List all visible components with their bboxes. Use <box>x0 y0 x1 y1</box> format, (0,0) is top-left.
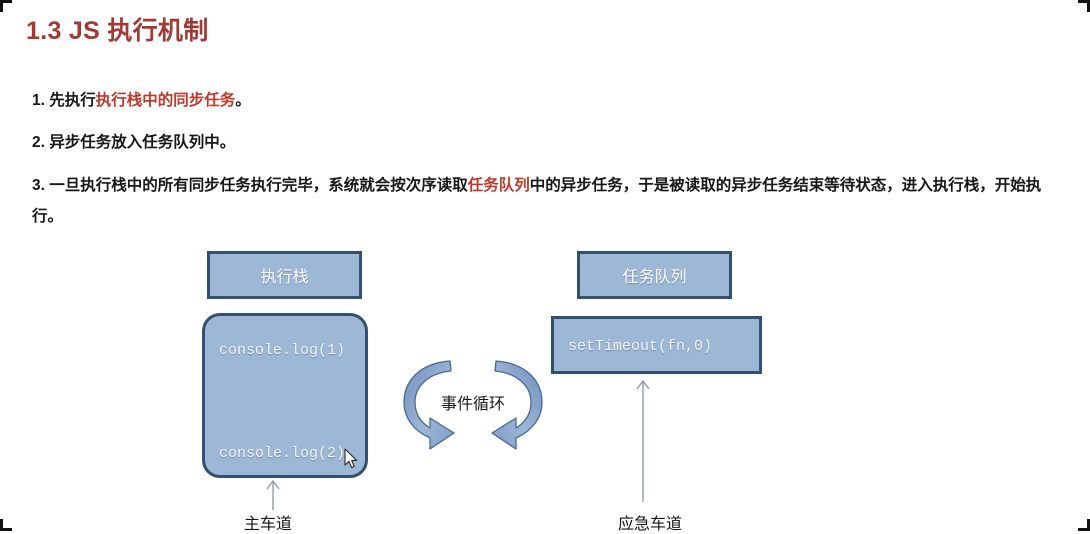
step-2-text: 异步任务放入任务队列中。 <box>49 134 236 151</box>
page-title: 1.3 JS 执行机制 <box>26 17 209 45</box>
task-queue-code-line: setTimeout(fn,0) <box>568 338 713 355</box>
event-loop-graphic: 事件循环 <box>398 355 548 450</box>
step-3-text-a: 一旦执行栈中的所有同步任务执行完毕，系统就会按次序读取 <box>49 177 468 194</box>
steps-list: 1. 先执行执行栈中的同步任务。 2. 异步任务放入任务队列中。 3. 一旦执行… <box>32 86 1042 232</box>
event-loop-label: 事件循环 <box>440 396 505 413</box>
step-1-text-b: 。 <box>235 92 251 109</box>
task-queue-body-box: setTimeout(fn,0) <box>551 316 762 374</box>
call-stack-body-box: console.log(1) console.log(2) <box>202 313 368 478</box>
task-queue-header-label: 任务队列 <box>622 269 687 286</box>
call-stack-code-line-2: console.log(2) <box>219 445 346 462</box>
list-item-step-3: 3. 一旦执行栈中的所有同步任务执行完毕，系统就会按次序读取任务队列中的异步任务… <box>32 170 1042 232</box>
list-item-step-1: 1. 先执行执行栈中的同步任务。 <box>32 86 1042 116</box>
execution-model-diagram: 执行栈 任务队列 console.log(1) console.log(2) s… <box>0 240 1090 533</box>
step-3-number: 3. <box>32 177 45 194</box>
main-lane-arrow-icon <box>266 479 280 510</box>
step-3-text-b: 中的异步任务，于是被读取的异步任务结束等待状态，进入执行栈，开始执行。 <box>32 177 1042 225</box>
frame-corner-top-left <box>0 0 12 12</box>
step-1-number: 1. <box>32 92 45 109</box>
task-queue-header-box: 任务队列 <box>577 251 732 299</box>
emergency-lane-arrow-icon <box>636 379 650 502</box>
call-stack-header-box: 执行栈 <box>207 251 362 299</box>
main-lane-caption: 主车道 <box>244 516 293 533</box>
list-item-step-2: 2. 异步任务放入任务队列中。 <box>32 128 1042 158</box>
step-1-highlight: 执行栈中的同步任务 <box>95 92 236 109</box>
event-loop-left-arrow <box>403 360 455 450</box>
event-loop-arrows-icon <box>403 360 543 450</box>
step-1-text-a: 先执行 <box>49 92 96 109</box>
event-loop-right-arrow <box>491 360 543 450</box>
emergency-lane-caption: 应急车道 <box>618 516 683 533</box>
call-stack-code-line-1: console.log(1) <box>219 342 346 359</box>
frame-corner-top-right <box>1078 0 1090 12</box>
call-stack-header-label: 执行栈 <box>260 269 309 286</box>
step-2-number: 2. <box>32 134 45 151</box>
step-3-highlight: 任务队列 <box>467 177 530 194</box>
